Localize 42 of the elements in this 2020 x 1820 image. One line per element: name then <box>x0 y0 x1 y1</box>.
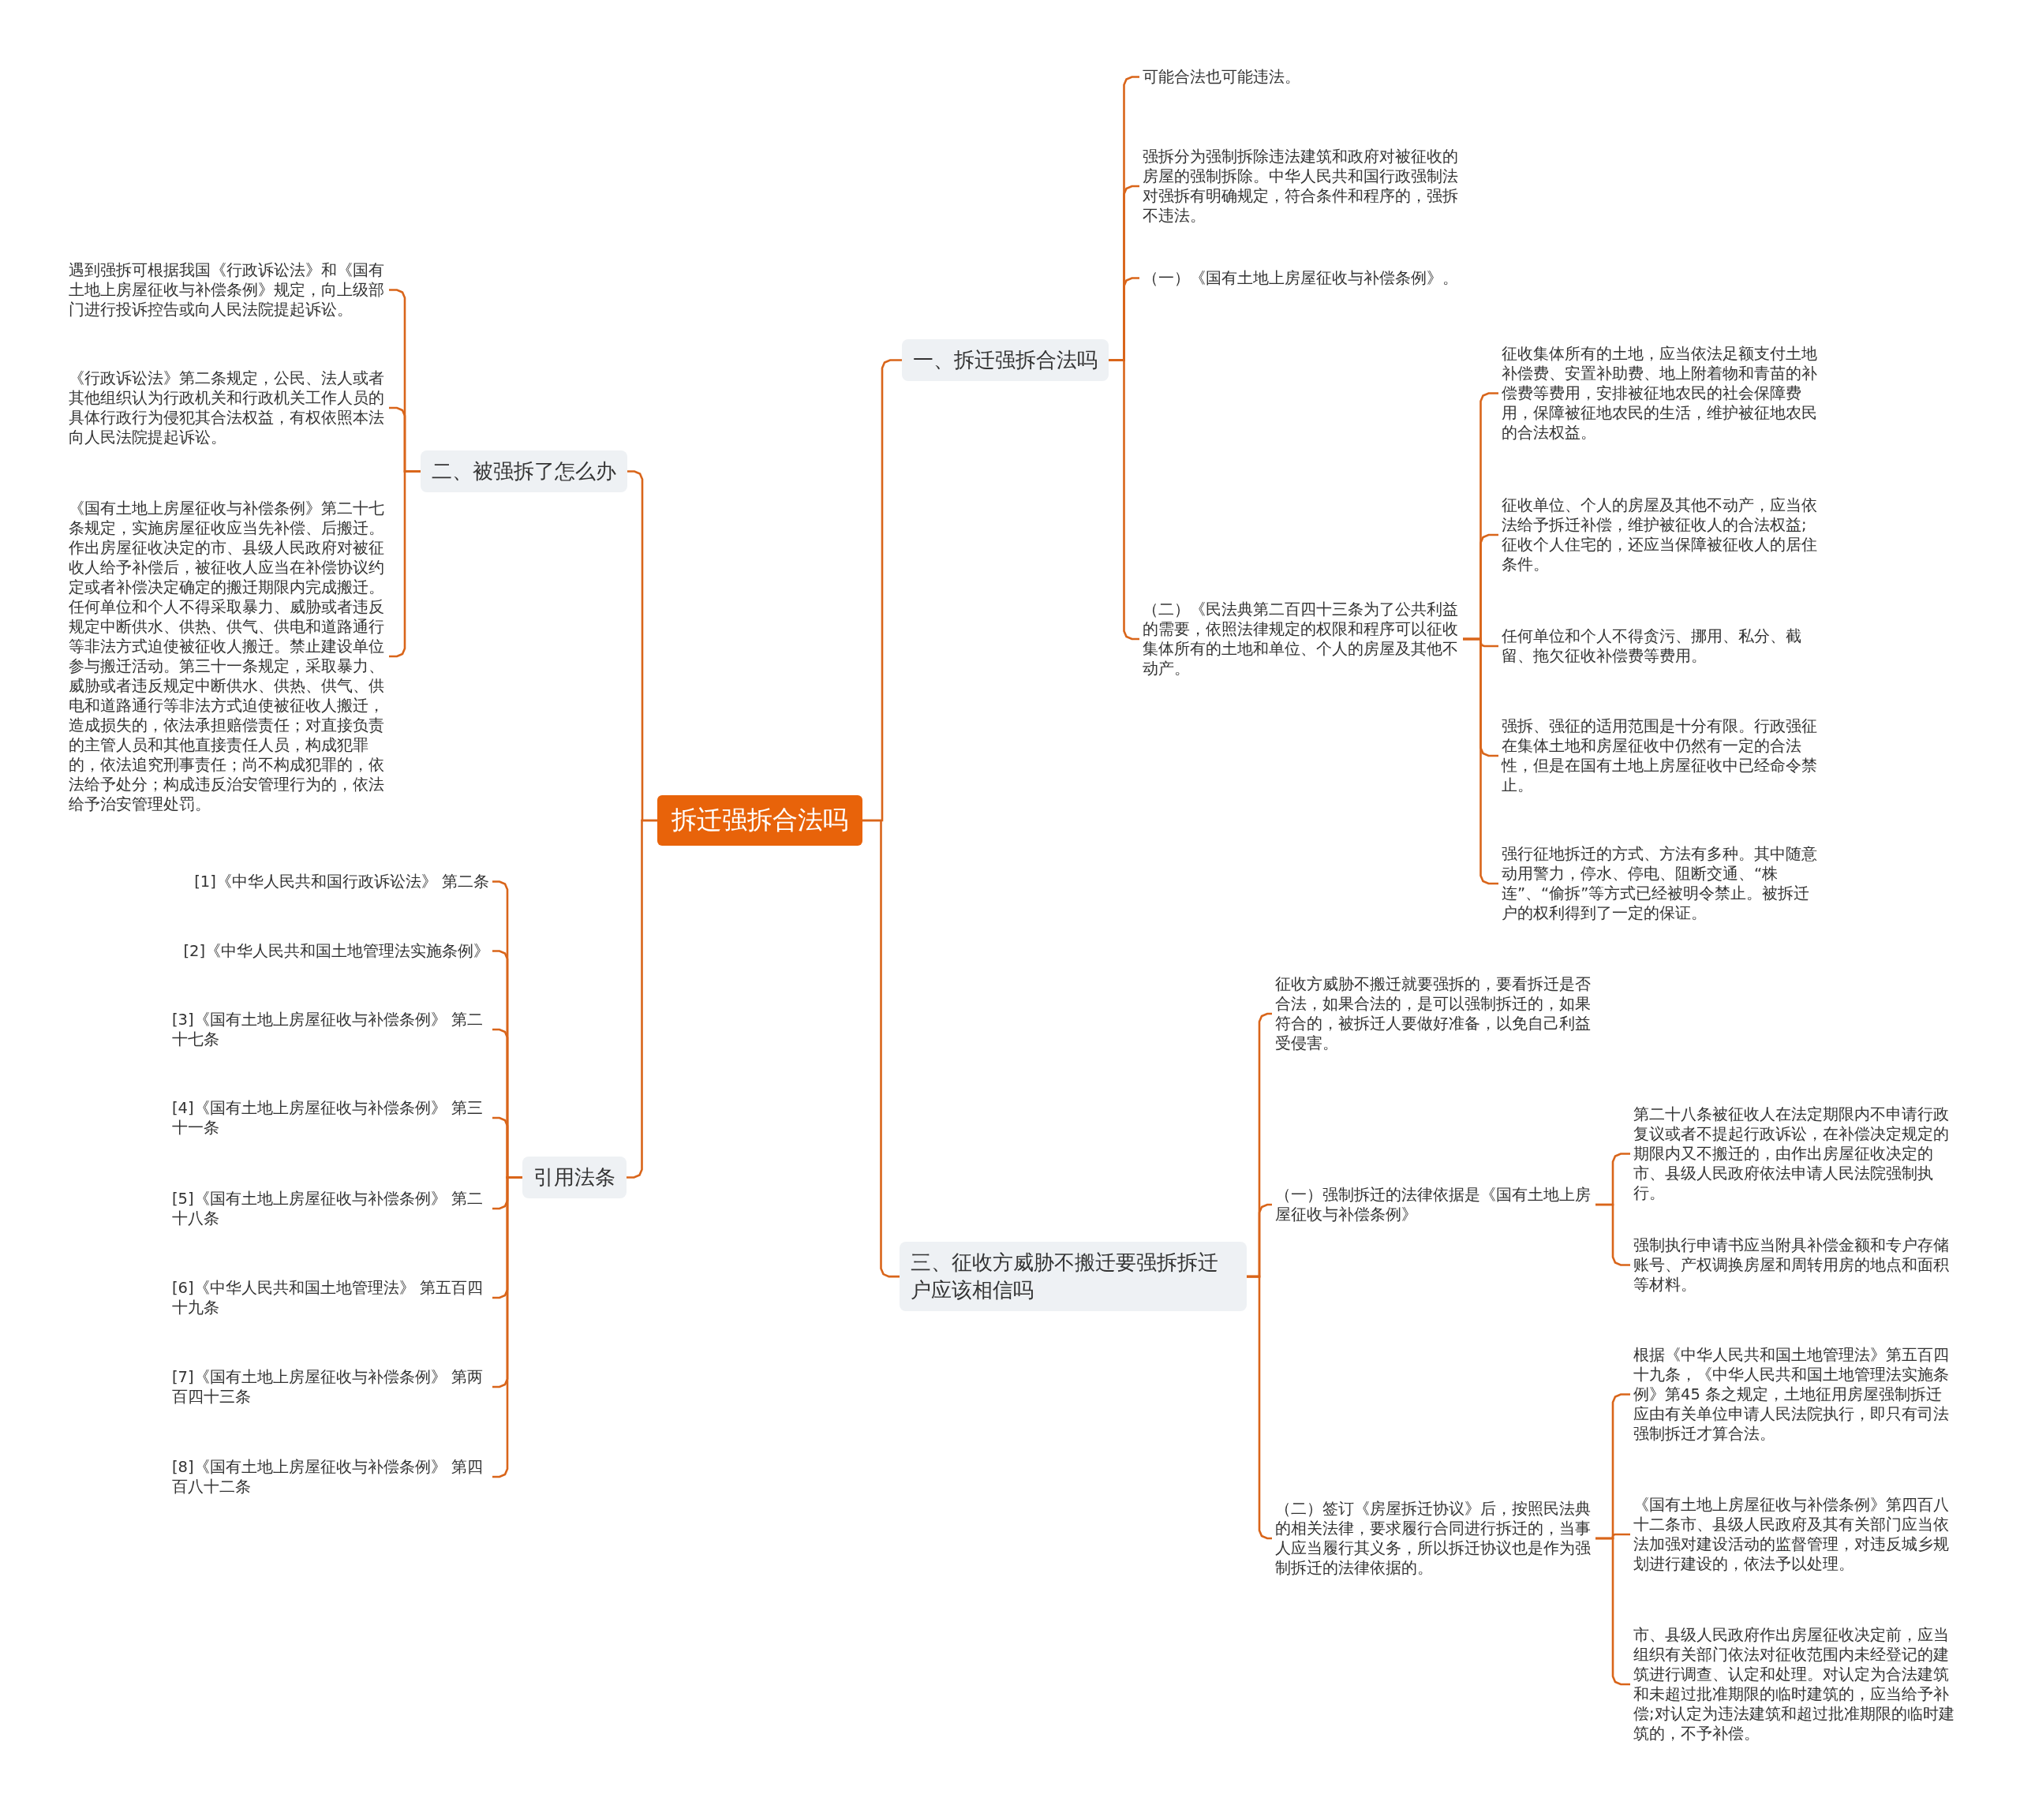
connector-line <box>627 819 657 1179</box>
branch-text: 征收方威胁不搬迁就要强拆的，要看拆迁是否合法，如果合法的，是可以强制拆迁的，如果符合的，被拆迁人要做好准备，以免自己利益受侵害。 <box>1272 973 1595 1055</box>
branch-text: 强拆分为强制拆除违法建筑和政府对被征收的房屋的强制拆除。中华人民共和国行政强制法对强拆有明确规定，符合条件和程序的，强拆不违法。 <box>1139 145 1463 227</box>
branch-text: [3]《国有土地上房屋征收与补偿条例》 第二十七条 <box>169 1008 492 1051</box>
branch-text: 根据《中华人民共和国土地管理法》第五百四十九条，《中华人民共和国土地管理法实施条例》第45 条之规定，土地征用房屋强制拆迁应由有关单位申请人民法院执行，即只有司法强制拆迁才算合法。 <box>1630 1344 1954 1445</box>
branch-text: 《国有土地上房屋征收与补偿条例》第二十七条规定，实施房屋征收应当先补偿、后搬迁。作出房屋征收决定的市、县级人民政府对被征收人给予补偿后，被征收人应当在补偿协议约定或者补偿决定确定的搬迁期限内完成搬迁。任何单位和个人不得采取暴力、威胁或者违反规定中断供水、供热、供气、供电和道路通行等非法方式迫使被征收人搬迁。禁止建设单位参与搬迁活动。第三十一条规定，采取暴力、威胁或者违反规定中断供水、供热、供气、供电和道路通行等非法方式迫使被征收人搬迁，造成损失的，依法承担赔偿责任；对直接负责的主管人员和其他直接责任人员，构成犯罪的，依法追究刑事责任；尚不构成犯罪的，依法给予处分；构成违反治安管理行为的，依法给予治安管理处罚。 <box>65 497 389 816</box>
branch-text: 遇到强拆可根据我国《行政诉讼法》和《国有土地上房屋征收与补偿条例》规定，向上级部门进行投诉控告或向人民法院提起诉讼。 <box>65 259 389 321</box>
branch-text: 第二十八条被征收人在法定期限内不申请行政复议或者不提起行政诉讼，在补偿决定规定的期限内又不搬迁的，由作出房屋征收决定的市、县级人民政府依法申请人民法院强制执行。 <box>1630 1103 1954 1205</box>
connector-line <box>492 1176 522 1478</box>
branch-text: （二）签订《房屋拆迁协议》后，按照民法典的相关法律，要求履行合同进行拆迁的，当事人应当履行其义务，所以拆迁协议也是作为强制拆迁的法律依据的。 <box>1272 1497 1595 1579</box>
connector-line <box>1463 637 1498 885</box>
branch-text: 《行政诉讼法》第二条规定，公民、法人或者其他组织认为行政机关和行政机关工作人员的具体行政行为侵犯其合法权益，有权依照本法向人民法院提起诉讼。 <box>65 367 389 449</box>
branch-text: 征收单位、个人的房屋及其他不动产，应当依法给予拆迁补偿，维护被征收人的合法权益;征收个人住宅的，还应当保障被征收人的居住条件。 <box>1498 494 1822 576</box>
branch-text: [5]《国有土地上房屋征收与补偿条例》 第二十八条 <box>169 1187 492 1230</box>
central-topic: 拆迁强拆合法吗 <box>657 795 862 846</box>
topic-box: 二、被强拆了怎么办 <box>421 450 627 493</box>
branch-text: [6]《中华人民共和国土地管理法》 第五百四十九条 <box>169 1276 492 1319</box>
topic-box: 三、征收方威胁不搬迁要强拆拆迁户应该相信吗 <box>900 1242 1247 1312</box>
connector-line <box>1109 359 1139 641</box>
branch-text: 强拆、强征的适用范围是十分有限。行政强征在集体土地和房屋征收中仍然有一定的合法性，但是在国有土地上房屋征收中已经命令禁止。 <box>1498 715 1822 797</box>
connector-line <box>1595 1203 1630 1266</box>
branch-text: 《国有土地上房屋征收与补偿条例》第四百八十二条市、县级人民政府及其有关部门应当依法加强对建设活动的监督管理，对违反城乡规划进行建设的，依法予以处理。 <box>1630 1493 1954 1575</box>
topic-box: 一、拆迁强拆合法吗 <box>902 339 1109 382</box>
branch-text: [4]《国有土地上房屋征收与补偿条例》 第三十一条 <box>169 1097 492 1139</box>
topic-box: 引用法条 <box>522 1157 627 1199</box>
branch-text: [1]《中华人民共和国行政诉讼法》 第二条 <box>191 870 492 893</box>
branch-text: （一）强制拆迁的法律依据是《国有土地上房屋征收与补偿条例》 <box>1272 1183 1595 1226</box>
branch-text: 征收集体所有的土地，应当依法足额支付土地补偿费、安置补助费、地上附着物和青苗的补偿费等费用，安排被征地农民的社会保障费用，保障被征地农民的生活，维护被征地农民的合法权益。 <box>1498 342 1822 444</box>
branch-text: [8]《国有土地上房屋征收与补偿条例》 第四百八十二条 <box>169 1456 492 1498</box>
branch-text: 强行征地拆迁的方式、方法有多种。其中随意动用警力，停水、停电、阻断交通、“株连”、“偷拆”等方式已经被明令禁止。被拆迁户的权利得到了一定的保证。 <box>1498 843 1822 925</box>
connector-line <box>1595 1537 1630 1686</box>
branch-text: 任何单位和个人不得贪污、挪用、私分、截留、拖欠征收补偿费等费用。 <box>1498 625 1822 667</box>
branch-text: （二）《民法典第二百四十三条为了公共利益的需要，依照法律规定的权限和程序可以征收集体所有的土地和单位、个人的房屋及其他不动产。 <box>1139 598 1463 680</box>
branch-text: 市、县级人民政府作出房屋征收决定前，应当组织有关部门依法对征收范围内未经登记的建筑进行调查、认定和处理。对认定为合法建筑和未超过批准期限的临时建筑的，应当给予补偿;对认定为违法建筑和超过批准期限的临时建筑的，不予补偿。 <box>1630 1624 1962 1745</box>
branch-text: [2]《中华人民共和国土地管理法实施条例》 <box>180 940 492 962</box>
branch-text: [7]《国有土地上房屋征收与补偿条例》 第两百四十三条 <box>169 1366 492 1408</box>
branch-text: 可能合法也可能违法。 <box>1139 65 1487 88</box>
branch-text: 强制执行申请书应当附具补偿金额和专户存储账号、产权调换房屋和周转用房的地点和面积等材料。 <box>1630 1234 1954 1296</box>
branch-text: （一）《国有土地上房屋征收与补偿条例》。 <box>1139 267 1502 290</box>
connector-line <box>389 470 421 658</box>
connector-line <box>862 819 900 1278</box>
connector-line <box>1247 1275 1272 1540</box>
